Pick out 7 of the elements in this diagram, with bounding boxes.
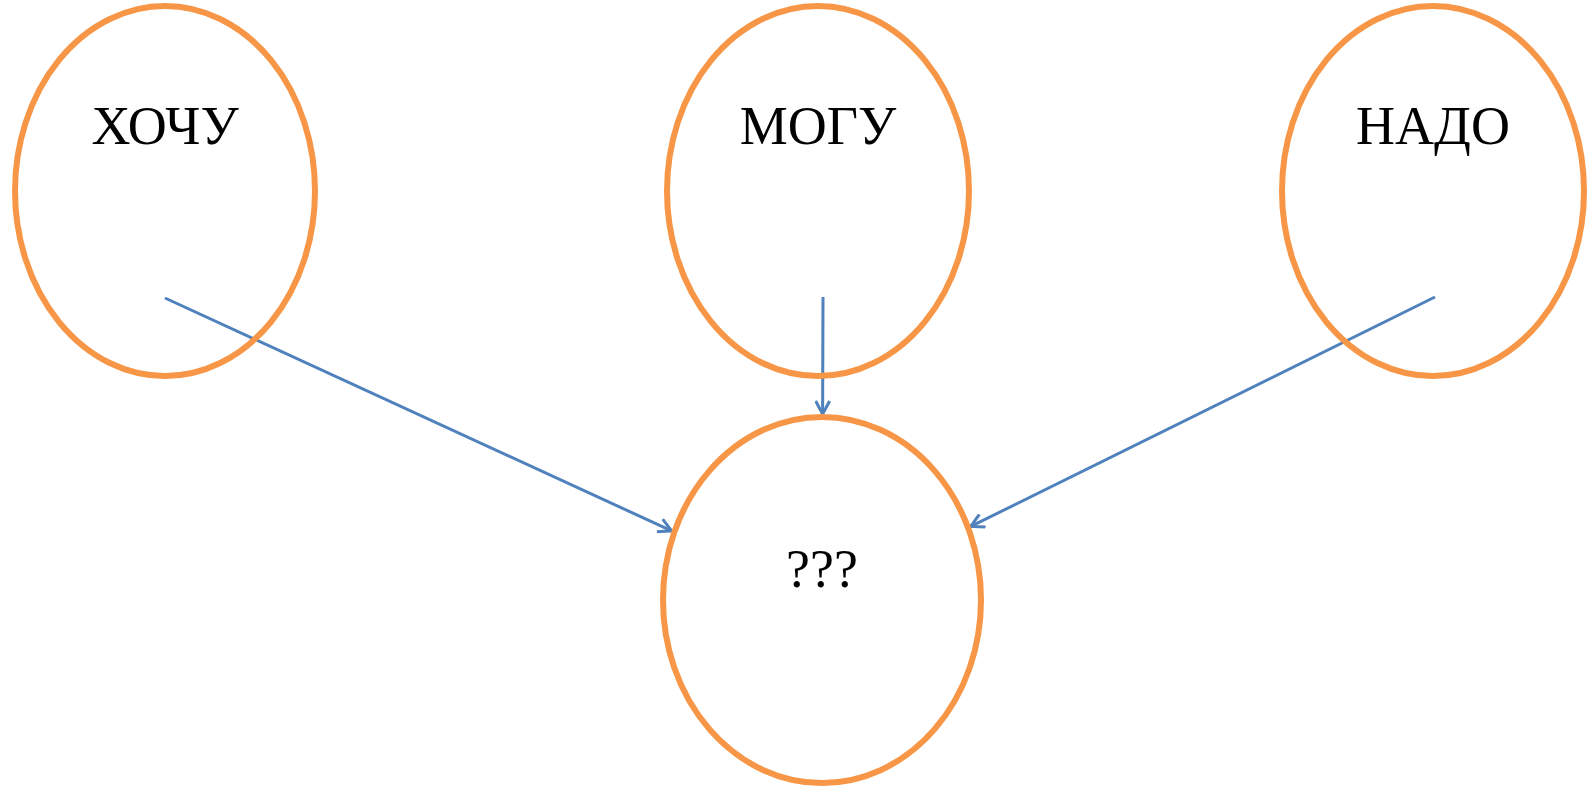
node-label: НАДО	[1355, 95, 1511, 158]
node-label: ХОЧУ	[90, 95, 240, 158]
node-label: ???	[785, 538, 859, 601]
node-label: МОГУ	[738, 95, 898, 158]
arrow	[164, 296, 674, 534]
arrow	[969, 295, 1436, 529]
arrow	[814, 297, 832, 416]
